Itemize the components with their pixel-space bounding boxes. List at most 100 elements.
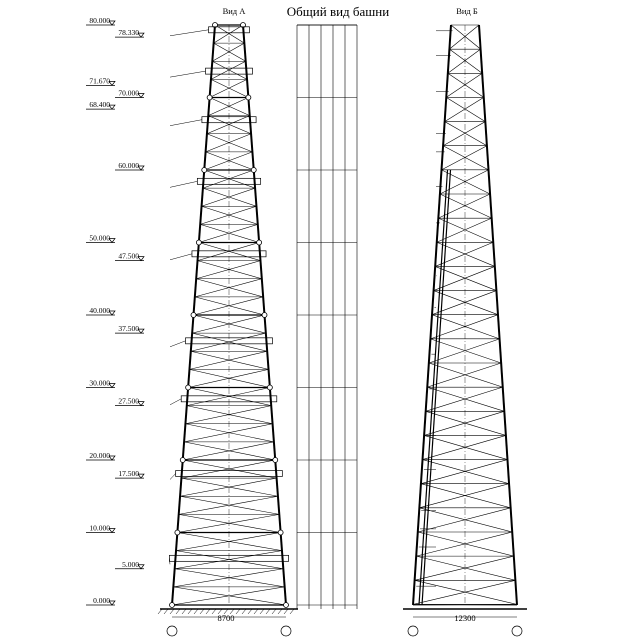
elevation-value: 71.670 (89, 76, 110, 85)
ground-hatch (175, 608, 181, 615)
ground-hatch (241, 608, 247, 615)
base-dim-a: 8700 (218, 613, 235, 623)
elevation-value: 0.000 (93, 596, 110, 605)
ground-hatch (253, 608, 259, 615)
diagonal-b (442, 145, 489, 171)
elevation-value: 10.000 (89, 524, 110, 533)
diagonal (214, 24, 245, 44)
diagonal (197, 260, 262, 280)
ground-hatch (181, 608, 187, 615)
diagonal-b (412, 579, 516, 605)
diagonal-b (416, 555, 516, 581)
ground-hatch (187, 608, 193, 615)
ground-hatch (265, 608, 271, 615)
node-circle (240, 22, 246, 28)
axis-bubble (280, 625, 292, 637)
ground-hatch (163, 608, 169, 615)
platform-leader (169, 70, 206, 78)
diagonal (175, 532, 281, 551)
diagonal (173, 568, 284, 588)
node-circle (283, 602, 289, 608)
elevation-marker (108, 310, 116, 316)
elevation-value: 27.500 (118, 397, 139, 406)
node-circle (256, 239, 263, 246)
ground-hatch (247, 608, 253, 615)
elevation-marker (137, 256, 145, 262)
elevation-value: 40.000 (89, 306, 110, 315)
diagonal (177, 514, 280, 533)
diagonal (196, 278, 264, 298)
diagonal (194, 278, 262, 298)
diagonal-b (431, 290, 497, 315)
elevation-value: 60.000 (118, 161, 139, 170)
diagonal (193, 314, 266, 334)
elevation-value: 20.000 (89, 451, 110, 460)
diagonal-b (427, 362, 502, 388)
diagonal-b (441, 169, 491, 195)
diagonal-b (435, 266, 497, 291)
diagonal (208, 97, 249, 116)
elevation-value: 47.500 (118, 252, 139, 261)
platform-leader (169, 558, 171, 565)
diagonal (192, 314, 265, 334)
node-circle (169, 602, 175, 608)
diagonal-b (428, 338, 500, 364)
diagonal-b (446, 73, 483, 98)
cable-ladder (421, 169, 452, 606)
diagonal-b (450, 24, 481, 50)
diagonal (198, 242, 261, 261)
axis-bubble (407, 625, 419, 637)
diagonal (186, 387, 270, 406)
node-circle (185, 384, 192, 391)
diagonal (192, 332, 268, 352)
platform-leader (169, 398, 182, 406)
diagonal (213, 24, 244, 44)
elevation-marker (108, 238, 116, 244)
cable-ladder (418, 169, 449, 606)
axis-bubble (166, 625, 178, 637)
platform-leader (169, 473, 176, 480)
ground-hatch (277, 608, 283, 615)
ground-hatch (199, 608, 205, 615)
diagonal-b (444, 121, 488, 146)
tower-view-a (157, 22, 298, 637)
equipment-labels (416, 30, 453, 587)
diagonal (194, 296, 265, 316)
diagonal (201, 187, 256, 207)
diagonal-b (424, 410, 505, 436)
platform-leader (169, 119, 202, 126)
drawing-title: Общий вид башни (287, 4, 389, 19)
diagonal (204, 151, 253, 171)
elevation-marker (137, 93, 145, 99)
ground-hatch (193, 608, 199, 615)
diagonal (174, 550, 283, 570)
node-circle (261, 312, 268, 318)
diagonal-b (438, 193, 491, 219)
diagonal-b (447, 73, 484, 98)
ground-hatch (235, 608, 241, 615)
node-circle (195, 239, 202, 246)
ground-hatch (205, 608, 211, 615)
diagonal-b (428, 362, 503, 388)
platform-leader (169, 181, 198, 188)
diagonal-b (420, 483, 511, 509)
diagonal-b (422, 459, 510, 484)
diagonal-b (420, 459, 508, 484)
diagonal (205, 151, 254, 171)
diagonal (205, 133, 252, 153)
diagonal (200, 205, 257, 225)
diagonal-b (441, 145, 488, 171)
axis-bubble (511, 625, 523, 637)
diagonal (185, 405, 272, 425)
view-a-label: Вид А (223, 6, 247, 16)
diagonal (180, 477, 277, 497)
diagonal (208, 115, 252, 135)
section-table (296, 24, 358, 609)
diagonal-b (439, 169, 489, 195)
diagonal (206, 133, 253, 153)
platform-labels (169, 29, 209, 565)
diagonal-b (427, 386, 505, 412)
diagonal (210, 79, 249, 98)
